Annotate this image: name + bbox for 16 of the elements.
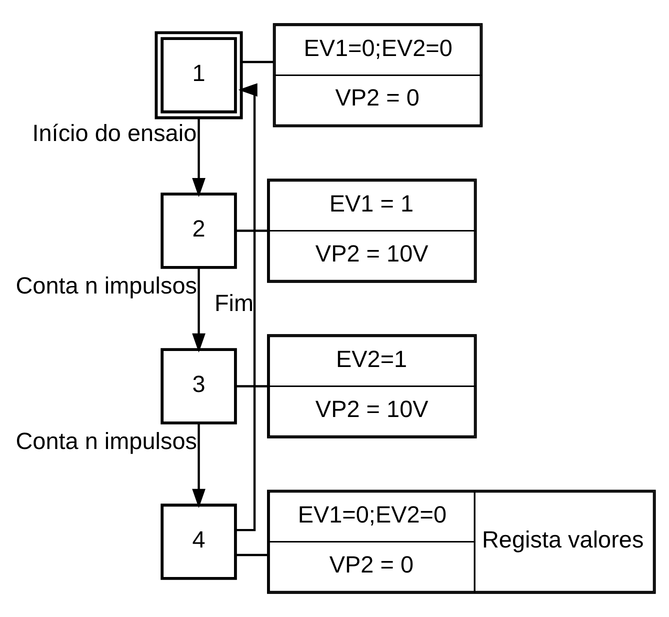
arrow bbox=[192, 268, 206, 352]
node-box: 3 bbox=[160, 348, 237, 424]
node-box: 1 bbox=[154, 31, 243, 120]
edge-label: Conta n impulsos bbox=[16, 272, 198, 298]
node-box: 2 bbox=[160, 192, 237, 269]
connector bbox=[236, 385, 268, 388]
connector bbox=[242, 60, 274, 64]
edge-label: Fim bbox=[214, 290, 254, 316]
arrow bbox=[192, 423, 206, 508]
arrow bbox=[236, 83, 258, 532]
arrow bbox=[192, 118, 206, 198]
edge-label: Conta n impulsos bbox=[16, 428, 198, 454]
node-box: 4 bbox=[160, 504, 237, 580]
connector bbox=[236, 230, 268, 232]
connector bbox=[236, 554, 268, 556]
edge-label: Início do ensaio bbox=[32, 120, 197, 146]
